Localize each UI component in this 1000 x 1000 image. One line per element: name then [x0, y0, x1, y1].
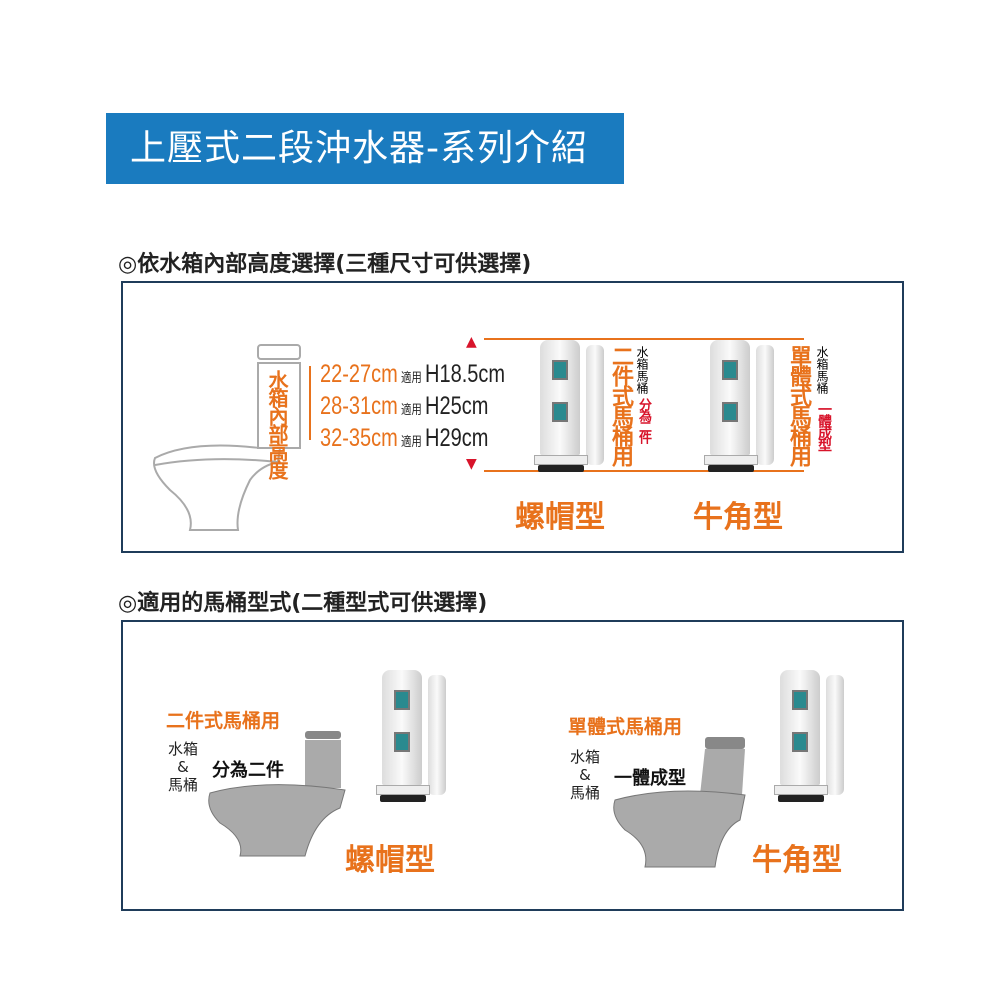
- range: 32-35cm: [320, 424, 398, 452]
- product-note-highlight: 分為二件: [636, 398, 651, 442]
- product-note-highlight: 一體成型: [816, 402, 832, 450]
- section2-panel: [121, 620, 904, 911]
- product-name: 螺帽型: [345, 843, 435, 878]
- top-line: [484, 338, 804, 340]
- arrow-up-icon: ▲: [466, 334, 477, 350]
- two-piece-toilet-image: [208, 731, 346, 857]
- section1-panel: [121, 281, 904, 553]
- product-note: 水箱馬桶: [635, 346, 649, 394]
- type-desc: 一體成型: [614, 768, 686, 789]
- label: &: [579, 766, 591, 784]
- product-name: 牛角型: [752, 843, 842, 878]
- valve-height: H25cm: [425, 392, 489, 420]
- label: 水箱: [168, 740, 199, 758]
- tank-height-label: 水箱內部高度: [265, 370, 289, 478]
- product-use-label: 二件式馬桶用: [608, 345, 633, 465]
- type-title: 二件式馬桶用: [166, 710, 281, 732]
- section1-heading: ◎依水箱內部高度選擇(三種尺寸可供選擇): [118, 252, 532, 277]
- toilet-outline-icon: [153, 344, 301, 531]
- label: 馬桶: [570, 784, 601, 802]
- label: 水箱: [570, 748, 601, 766]
- apply-label: 適用: [401, 371, 422, 386]
- type-labels: 水箱&馬桶: [570, 748, 600, 802]
- product-name: 牛角型: [693, 500, 783, 535]
- type-title: 單體式馬桶用: [568, 716, 683, 738]
- type-desc: 分為二件: [212, 760, 284, 781]
- valve-height: H29cm: [425, 424, 489, 452]
- range: 22-27cm: [320, 360, 398, 388]
- apply-label: 適用: [401, 435, 422, 450]
- valve-height: H18.5cm: [425, 360, 506, 388]
- apply-label: 適用: [401, 403, 422, 418]
- type-labels: 水箱&馬桶: [168, 740, 198, 794]
- product-use-label: 單體式馬桶用: [786, 345, 811, 465]
- height-arrow: [309, 366, 311, 440]
- label: &: [177, 758, 189, 776]
- product-note: 水箱馬桶: [815, 346, 829, 394]
- label: 馬桶: [168, 776, 199, 794]
- range: 28-31cm: [320, 392, 398, 420]
- arrow-down-icon: ▼: [466, 456, 477, 472]
- one-piece-toilet-image: [613, 737, 746, 868]
- bottom-line: [484, 470, 804, 472]
- page-title: 上壓式二段沖水器-系列介紹: [106, 113, 624, 184]
- product-name: 螺帽型: [515, 500, 605, 535]
- section2-heading: ◎適用的馬桶型式(二種型式可供選擇): [118, 591, 488, 616]
